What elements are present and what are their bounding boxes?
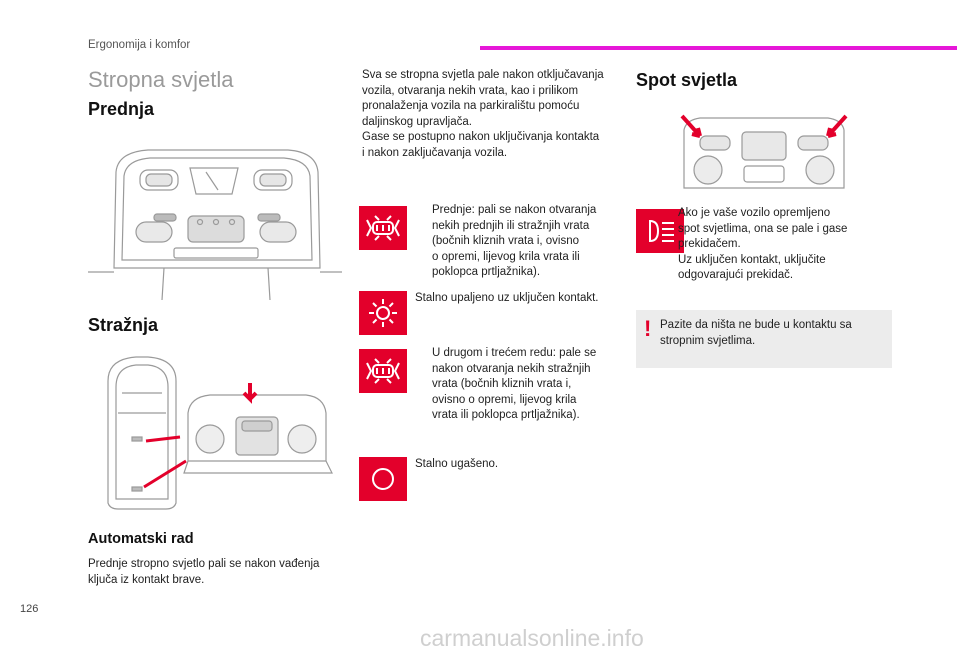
rear-mode-text: U drugom i trećem redu: pale se nakon ot…: [432, 347, 597, 421]
page-number: 126: [20, 603, 39, 615]
watermark: carmanualsonline.info: [420, 625, 644, 651]
note-text: Pazite da ništa ne bude u kontaktu sa st…: [660, 319, 852, 347]
circle-off-icon: [359, 457, 407, 501]
always-off-text: Stalno ugašeno.: [415, 458, 499, 470]
door-light-icon: [359, 349, 407, 393]
section-header: Ergonomija i komfor: [88, 39, 191, 51]
front-mode-text: Prednje: pali se nakon otvaranja nekih p…: [432, 204, 597, 278]
header-accent-bar: [480, 46, 957, 50]
spotlight-icon: [636, 209, 684, 253]
rear-console-illustration: [107, 356, 333, 510]
warning-icon: !: [644, 316, 652, 341]
spot-heading: Spot svjetla: [636, 70, 738, 90]
page-title: Stropna svjetla: [88, 67, 234, 92]
auto-heading: Automatski rad: [88, 531, 194, 547]
sun-icon: [359, 291, 407, 335]
warning-note: ! Pazite da ništa ne bude u kontaktu sa …: [636, 310, 892, 368]
intro-text: Sva se stropna svjetla pale nakon otklju…: [362, 69, 604, 159]
front-console-illustration: [88, 149, 342, 300]
rear-heading: Stražnja: [88, 315, 159, 335]
door-light-icon: [359, 206, 407, 250]
spot-console-illustration: [680, 114, 848, 189]
front-heading: Prednja: [88, 99, 155, 119]
always-on-text: Stalno upaljeno uz uključen kontakt.: [415, 292, 599, 304]
auto-text: Prednje stropno svjetlo pali se nakon va…: [88, 558, 320, 586]
spot-text: Ako je vaše vozilo opremljeno spot svjet…: [678, 207, 848, 281]
